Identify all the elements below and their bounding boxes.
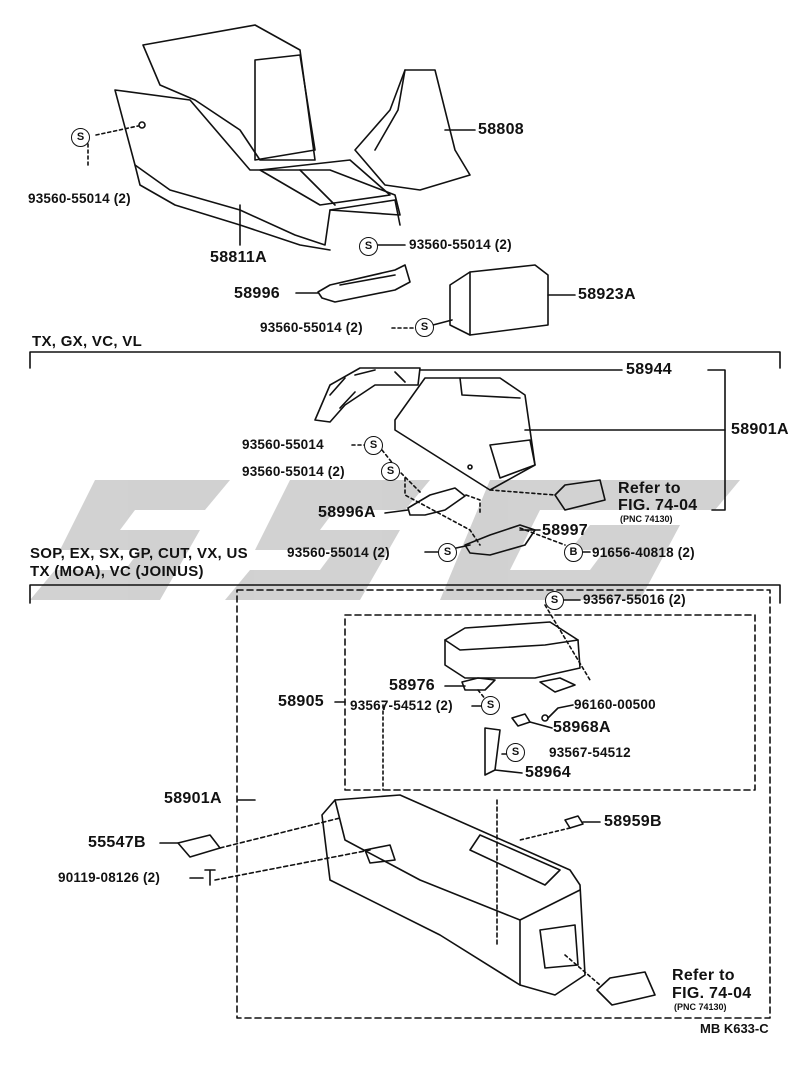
drawing-code: MB K633-C	[700, 1021, 769, 1036]
part-label-93560-bottom: 93560-55014 (2)	[260, 320, 363, 335]
assembly-box-58905	[344, 614, 756, 791]
part-label-93560-b: 93560-55014 (2)	[242, 464, 345, 479]
standard-part-marker: S	[415, 318, 434, 337]
part-label-91656: 91656-40818 (2)	[592, 545, 695, 560]
part-label-90119: 90119-08126 (2)	[58, 870, 161, 885]
part-label-55547B: 55547B	[88, 834, 146, 851]
part-label-58944: 58944	[626, 361, 672, 378]
part-label-93560-a: 93560-55014	[242, 437, 324, 452]
stay-58964-drawing	[484, 727, 501, 776]
standard-part-marker: S	[359, 237, 378, 256]
standard-part-marker: S	[364, 436, 383, 455]
console-58811A-drawing	[114, 24, 401, 251]
standard-part-marker: S	[71, 128, 90, 147]
part-label-93560-c: 93560-55014 (2)	[287, 545, 390, 560]
part-label-58968A: 58968A	[553, 719, 611, 736]
part-label-58997: 58997	[542, 522, 588, 539]
clip-58959B-drawing	[564, 815, 584, 829]
pnc-reference-lower: (PNC 74130)	[674, 1002, 727, 1012]
hinge-58976-drawing	[461, 677, 496, 691]
standard-part-marker: S	[506, 743, 525, 762]
lid-fig74-lower-drawing	[596, 971, 656, 1006]
assembly-box-58901A	[236, 589, 771, 1019]
clip-58968A-drawing	[511, 713, 549, 727]
watermark-logo	[30, 480, 740, 600]
bracket-58996A-drawing	[407, 487, 466, 516]
standard-part-marker: S	[381, 462, 400, 481]
refer-to-label-upper: Refer to	[618, 480, 681, 497]
part-label-58996: 58996	[234, 285, 280, 302]
shift-boot-58808-drawing	[354, 69, 471, 191]
part-label-93567-54512-2: 93567-54512 (2)	[350, 698, 453, 713]
part-label-58964: 58964	[525, 764, 571, 781]
part-label-58976: 58976	[389, 677, 435, 694]
screw-90119-drawing	[204, 869, 216, 886]
part-label-58959B: 58959B	[604, 813, 662, 830]
standard-part-marker: S	[438, 543, 457, 562]
console-58901A-lower-drawing	[321, 794, 586, 996]
box-58923A-drawing	[449, 264, 549, 336]
part-label-93567-55016: 93567-55016 (2)	[583, 592, 686, 607]
pnc-reference-upper: (PNC 74130)	[620, 514, 673, 524]
part-label-93560-top-left: 93560-55014 (2)	[28, 191, 131, 206]
group-label-sop: SOP, EX, SX, GP, CUT, VX, US	[30, 545, 248, 562]
armrest-lid-drawing	[444, 621, 581, 693]
group-bracket-sop	[29, 584, 781, 604]
cover-55547B-drawing	[177, 834, 221, 858]
bolt-part-marker: B	[564, 543, 583, 562]
lid-fig74-upper-drawing	[554, 479, 606, 511]
standard-part-marker: S	[545, 591, 564, 610]
refer-to-label-lower: Refer to	[672, 967, 735, 984]
cover-58944-drawing	[314, 367, 421, 423]
part-label-93560-mid: 93560-55014 (2)	[409, 237, 512, 252]
group-bracket-tx	[29, 351, 781, 369]
bracket-58996-drawing	[317, 264, 411, 303]
part-label-93567-54512: 93567-54512	[549, 745, 631, 760]
part-label-58923A: 58923A	[578, 286, 636, 303]
part-label-58811A: 58811A	[210, 249, 267, 266]
group-label-tx-gx-vc-vl: TX, GX, VC, VL	[32, 333, 143, 350]
standard-part-marker: S	[481, 696, 500, 715]
bracket-58997-drawing	[464, 524, 536, 556]
part-label-58808: 58808	[478, 121, 524, 138]
figure-reference-lower: FIG. 74-04	[672, 985, 752, 1002]
group-label-tx-moa: TX (MOA), VC (JOINUS)	[30, 563, 204, 580]
part-label-58901A-upper: 58901A	[731, 421, 789, 438]
part-label-58996A: 58996A	[318, 504, 376, 521]
figure-reference-upper: FIG. 74-04	[618, 497, 698, 514]
part-label-96160: 96160-00500	[574, 697, 656, 712]
part-label-58905: 58905	[278, 693, 324, 710]
part-label-58901A-lower: 58901A	[164, 790, 222, 807]
console-58901A-upper-drawing	[394, 377, 536, 491]
